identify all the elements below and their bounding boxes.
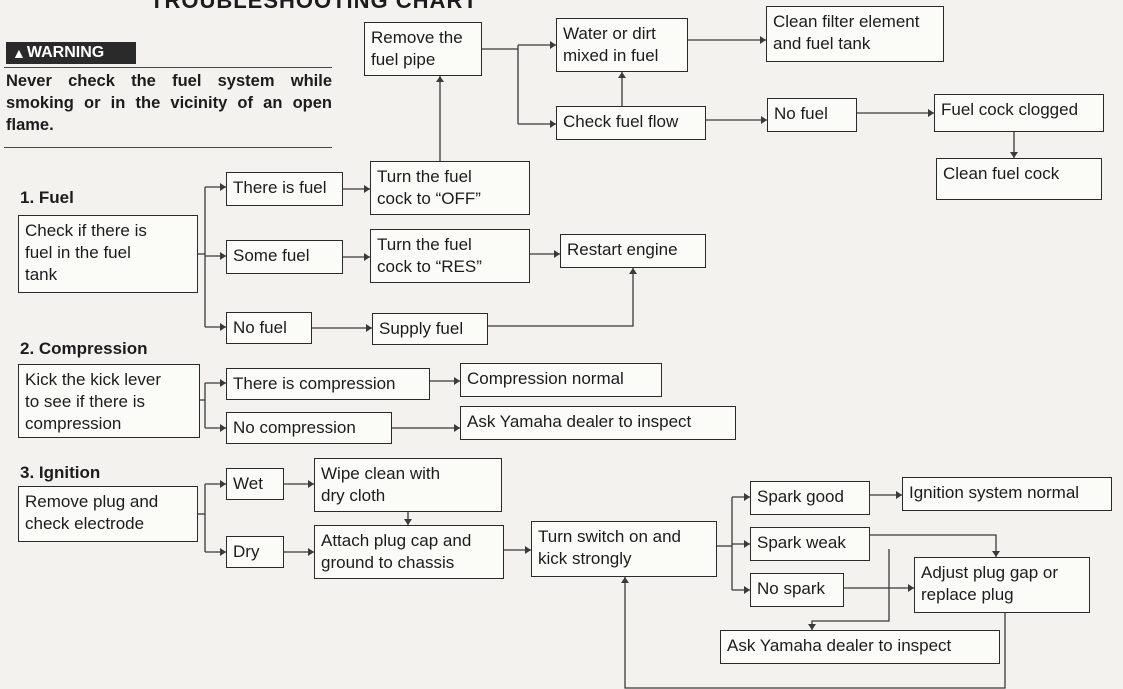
ask-dealer-compression-box: Ask Yamaha dealer to inspect — [460, 406, 736, 440]
remove-plug-box: Remove plug and check electrode — [18, 486, 198, 542]
connector-line — [870, 534, 997, 557]
turn-fuel-cock-off-box: Turn the fuel cock to “OFF” — [370, 161, 530, 215]
spark-weak-box: Spark weak — [750, 527, 870, 561]
clean-fuel-cock-box: Clean fuel cock — [936, 158, 1102, 200]
page-title: TROUBLESHOOTING CHART — [150, 0, 478, 13]
clean-filter-box: Clean filter element and fuel tank — [766, 6, 944, 62]
arrowhead — [436, 76, 444, 82]
section-compression-heading: 2. Compression — [20, 339, 148, 358]
warning-text: Never check the fuel system while smokin… — [6, 72, 332, 134]
no-fuel-flow-box: No fuel — [767, 98, 857, 132]
warning-badge: ▲ WARNING — [6, 42, 136, 64]
warning-bottom-rule — [4, 147, 332, 148]
remove-fuel-pipe-box: Remove the fuel pipe — [364, 22, 482, 76]
turn-switch-box: Turn switch on and kick strongly — [531, 521, 717, 577]
supply-fuel-box: Supply fuel — [372, 313, 488, 345]
some-fuel-box: Some fuel — [226, 240, 343, 274]
kick-lever-box: Kick the kick lever to see if there is c… — [18, 364, 200, 438]
section-ignition-heading: 3. Ignition — [20, 463, 101, 482]
check-fuel-flow-box: Check fuel flow — [556, 106, 706, 140]
arrowhead — [621, 577, 629, 583]
attach-plug-cap-box: Attach plug cap and ground to chassis — [314, 525, 504, 579]
arrowhead — [618, 72, 626, 78]
fuel-cock-clogged-box: Fuel cock clogged — [934, 94, 1104, 132]
adjust-plug-box: Adjust plug gap or replace plug — [914, 557, 1090, 613]
there-is-compression-box: There is compression — [226, 368, 430, 400]
restart-engine-box: Restart engine — [560, 234, 706, 268]
turn-fuel-cock-res-box: Turn the fuel cock to “RES” — [370, 229, 530, 283]
ignition-normal-box: Ignition system normal — [902, 477, 1112, 511]
there-is-fuel-box: There is fuel — [226, 172, 343, 206]
warning-top-rule — [4, 67, 332, 68]
arrowhead — [629, 268, 637, 274]
no-compression-box: No compression — [226, 412, 392, 444]
warning-triangle-icon: ▲ — [12, 45, 26, 61]
water-or-dirt-box: Water or dirt mixed in fuel — [556, 18, 688, 72]
wipe-clean-box: Wipe clean with dry cloth — [314, 458, 502, 512]
dry-box: Dry — [226, 536, 284, 568]
spark-good-box: Spark good — [750, 481, 870, 515]
no-spark-box: No spark — [750, 573, 844, 607]
no-fuel-box: No fuel — [226, 312, 312, 344]
compression-normal-box: Compression normal — [460, 363, 662, 397]
ask-dealer-ignition-box: Ask Yamaha dealer to inspect — [720, 630, 1000, 664]
section-fuel-heading: 1. Fuel — [20, 188, 74, 207]
wet-box: Wet — [226, 468, 284, 500]
warning-badge-label: WARNING — [26, 44, 105, 61]
check-fuel-box: Check if there is fuel in the fuel tank — [18, 215, 198, 293]
